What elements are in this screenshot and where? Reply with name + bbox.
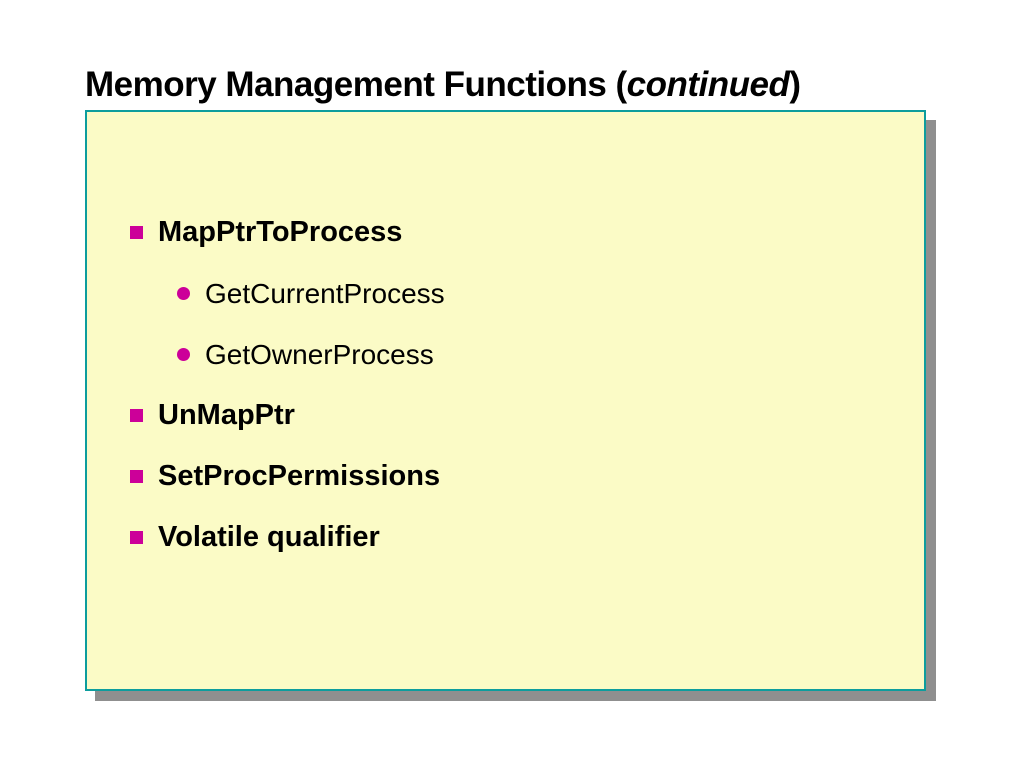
- page-title-emphasis: continued: [626, 65, 790, 105]
- content-box: MapPtrToProcess GetCurrentProcess GetOwn…: [85, 110, 926, 691]
- list-item-label: GetCurrentProcess: [205, 277, 445, 309]
- list-item: GetOwnerProcess: [87, 324, 924, 385]
- list-item: SetProcPermissions: [87, 446, 924, 507]
- list-item: MapPtrToProcess: [87, 202, 924, 263]
- bullet-list: MapPtrToProcess GetCurrentProcess GetOwn…: [87, 202, 924, 568]
- list-item: UnMapPtr: [87, 385, 924, 446]
- square-bullet-icon: [130, 470, 143, 483]
- list-item-label: GetOwnerProcess: [205, 338, 434, 370]
- list-item-label: UnMapPtr: [158, 399, 295, 431]
- circle-bullet-icon: [177, 287, 190, 300]
- circle-bullet-icon: [177, 348, 190, 361]
- page-title: Memory Management Functions (continued): [85, 65, 801, 105]
- list-item: GetCurrentProcess: [87, 263, 924, 324]
- list-item-label: MapPtrToProcess: [158, 216, 403, 248]
- list-item: Volatile qualifier: [87, 507, 924, 568]
- square-bullet-icon: [130, 409, 143, 422]
- page-title-suffix: ): [789, 65, 801, 105]
- square-bullet-icon: [130, 226, 143, 239]
- list-item-label: SetProcPermissions: [158, 460, 441, 492]
- list-item-label: Volatile qualifier: [158, 521, 380, 553]
- page-title-prefix: Memory Management Functions (: [85, 65, 627, 105]
- square-bullet-icon: [130, 531, 143, 544]
